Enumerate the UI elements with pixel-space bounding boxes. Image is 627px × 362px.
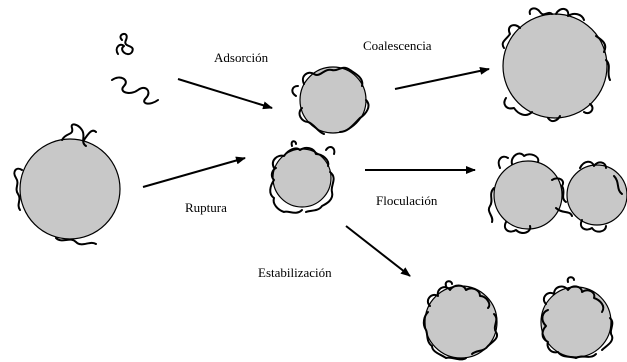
droplets (19, 13, 627, 359)
flocculated-droplet-right (566, 164, 627, 226)
coating-flocculated (487, 152, 623, 234)
label-adsorcion: Adsorción (214, 50, 269, 65)
polymer-chain-1 (115, 33, 134, 56)
stabilized-droplet-right (540, 286, 612, 358)
coalesced-droplet (502, 13, 608, 119)
polymer-chain-2 (111, 76, 159, 105)
label-ruptura: Ruptura (185, 200, 227, 215)
arrow-adsorcion (177, 78, 273, 110)
polymer-coatings (13, 7, 623, 361)
coating-initial (13, 123, 97, 246)
coating-adsorbed (291, 66, 370, 135)
coating-coalesced (501, 7, 611, 123)
arrow-ruptura (142, 156, 246, 188)
flocculated-droplet-left (493, 160, 563, 230)
coating-stabilized-right (541, 276, 614, 359)
process-arrows (142, 66, 490, 277)
label-floculacion: Floculación (376, 193, 438, 208)
arrow-coalescencia (394, 66, 490, 90)
coating-ruptured (269, 140, 336, 214)
free-polymer-chains (111, 33, 159, 105)
label-coalescencia: Coalescencia (363, 38, 432, 53)
coating-stabilized-left (422, 280, 498, 361)
label-estabilizacion: Estabilización (258, 265, 332, 280)
arrow-estabilizacion (345, 225, 411, 277)
initial-droplet (19, 138, 121, 240)
ruptured-droplet (272, 148, 332, 208)
